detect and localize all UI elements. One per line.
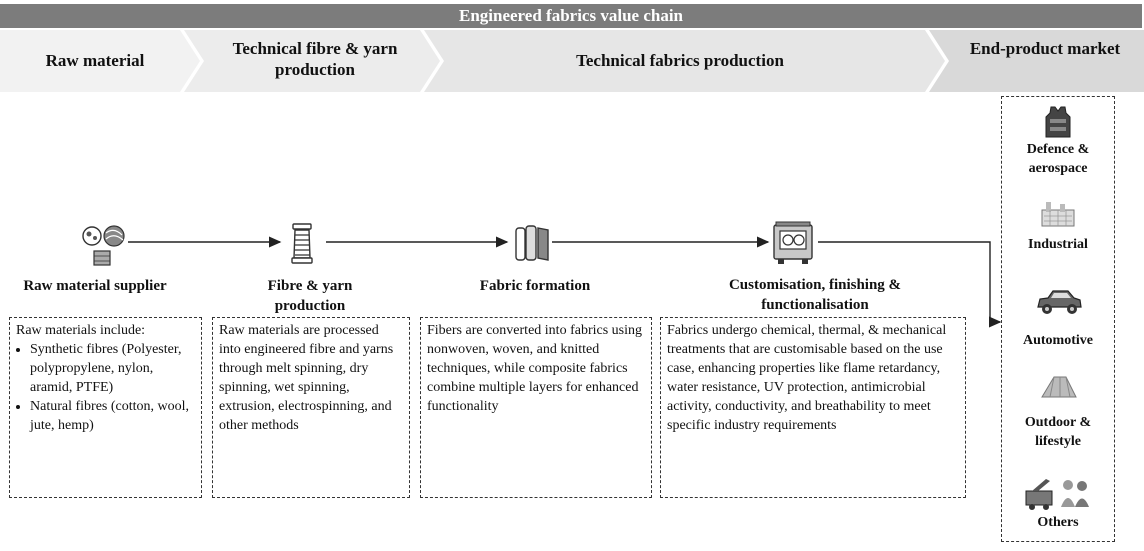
- raw-materials-icon: [82, 225, 125, 266]
- market-industrial: Industrial: [1028, 237, 1088, 252]
- raw-intro: Raw materials include:: [16, 323, 146, 338]
- market-automotive: Automotive: [1023, 333, 1093, 348]
- raw-bullet-natural: Natural fibres (cotton, wool, jute, hemp…: [30, 397, 195, 435]
- custom-description: Fabrics undergo chemical, thermal, & mec…: [660, 317, 966, 498]
- crane-people-icon: [1025, 479, 1089, 510]
- raw-material-description: Raw materials include: Synthetic fibres …: [9, 317, 202, 498]
- tent-icon: [1041, 376, 1077, 398]
- market-others: Others: [1037, 515, 1079, 530]
- chevron-market: [929, 30, 1144, 92]
- step-fabric-title: Fabric formation: [479, 278, 591, 294]
- chevron-fabrics: [424, 30, 945, 92]
- raw-bullet-synthetic: Synthetic fibres (Polyester, polypropyle…: [30, 340, 195, 397]
- market-defence: Defence & aerospace: [1026, 142, 1090, 176]
- stage-chevrons: [0, 30, 1144, 92]
- end-market-panel: Defence & aerospace Industrial Automotiv…: [1001, 96, 1115, 542]
- stage-fibre-yarn: Technical fibre & yarn production: [232, 39, 398, 79]
- step-supplier-title: Raw material supplier: [23, 278, 167, 294]
- chevron-fibre-yarn: [184, 30, 440, 92]
- chevron-raw-material: [0, 30, 200, 92]
- flow-arrows: [128, 236, 1002, 328]
- fabric-rolls-icon: [515, 225, 549, 261]
- stage-market: End-product market: [969, 39, 1121, 58]
- car-icon: [1037, 290, 1082, 314]
- market-outdoor: Outdoor & lifestyle: [1024, 415, 1092, 449]
- fibre-description: Raw materials are processed into enginee…: [212, 317, 410, 498]
- stage-fabrics: Technical fabrics production: [576, 51, 784, 70]
- value-chain-banner: Engineered fabrics value chain: [0, 4, 1142, 28]
- arrow-custom-to-market: [818, 241, 1002, 328]
- step-fibre-title: Fibre & yarn production: [267, 278, 353, 314]
- yarn-spool-icon: [291, 223, 313, 264]
- step-custom-title: Customisation, finishing & functionalisa…: [728, 277, 902, 313]
- finishing-machine-icon: [773, 221, 813, 264]
- fabric-description: Fibers are converted into fabrics using …: [420, 317, 652, 498]
- raw-bullets: Synthetic fibres (Polyester, polypropyle…: [16, 340, 195, 435]
- factory-icon: [1041, 202, 1075, 227]
- body-armor-icon: [1045, 106, 1071, 138]
- stage-raw-material: Raw material: [45, 51, 145, 70]
